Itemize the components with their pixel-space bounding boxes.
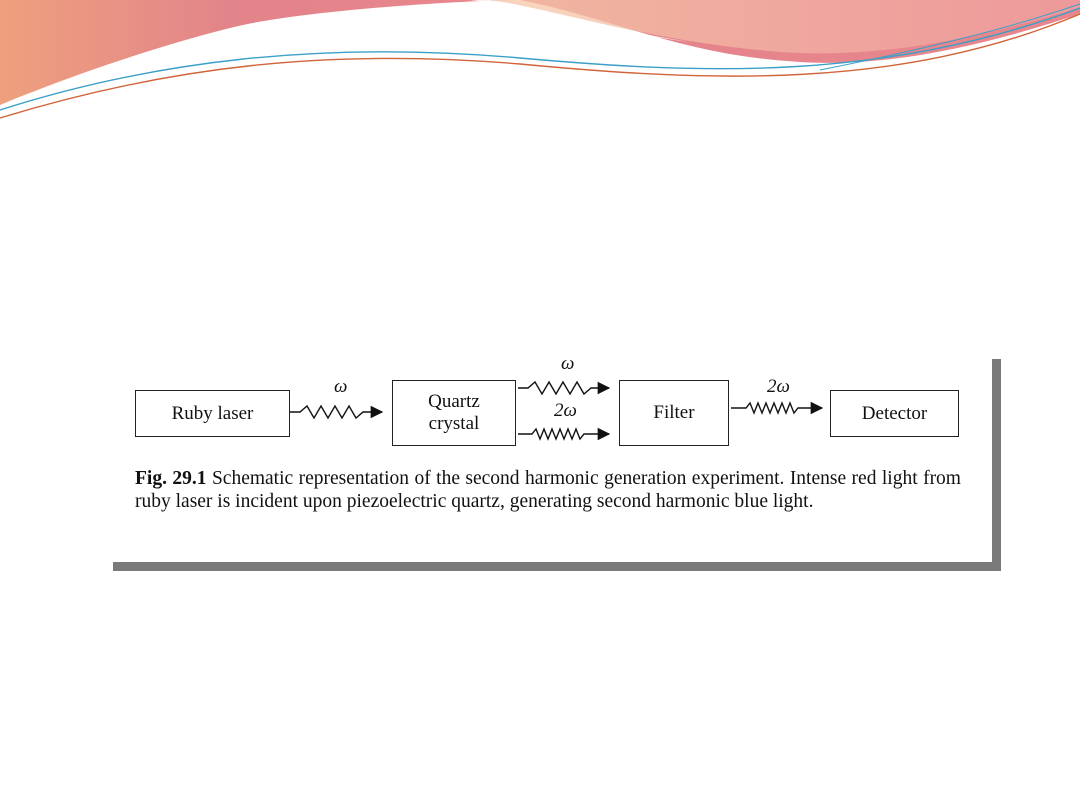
beam-laser-to-crystal — [290, 404, 384, 420]
header-wave-peach — [490, 0, 1080, 54]
header-wave-band — [0, 0, 520, 105]
quartz-crystal-box: Quartz crystal — [392, 380, 516, 446]
freq-label-harmonic: 2ω — [554, 400, 577, 421]
header-line-blue-right — [819, 3, 1080, 71]
beam-filter-to-detector — [731, 401, 824, 415]
detector-label: Detector — [861, 402, 928, 424]
freq-label-detector: 2ω — [767, 376, 790, 397]
ruby-laser-label: Ruby laser — [171, 402, 254, 424]
header-wave-decoration — [0, 0, 1080, 119]
freq-label-fundamental: ω — [561, 353, 575, 374]
figure-caption: Fig. 29.1 Schematic representation of th… — [135, 467, 961, 513]
beam-crystal-harmonic — [518, 427, 611, 441]
filter-box: Filter — [619, 380, 729, 446]
header-wave-white-swoosh — [470, 0, 690, 42]
quartz-crystal-label: Quartz crystal — [428, 391, 480, 434]
caption-text: Schematic representation of the second h… — [135, 468, 961, 512]
freq-label-laser: ω — [334, 376, 348, 397]
detector-box: Detector — [830, 390, 959, 437]
beam-crystal-fundamental — [518, 380, 611, 396]
header-line-orange — [0, 13, 1080, 119]
shg-schematic — [290, 380, 824, 441]
ruby-laser-box: Ruby laser — [135, 390, 290, 437]
figure-number: Fig. 29.1 — [135, 468, 207, 489]
header-line-blue — [0, 7, 1080, 111]
figure-card: Ruby laser Quartz crystal Filter Detecto… — [104, 350, 992, 562]
filter-label: Filter — [653, 402, 695, 423]
